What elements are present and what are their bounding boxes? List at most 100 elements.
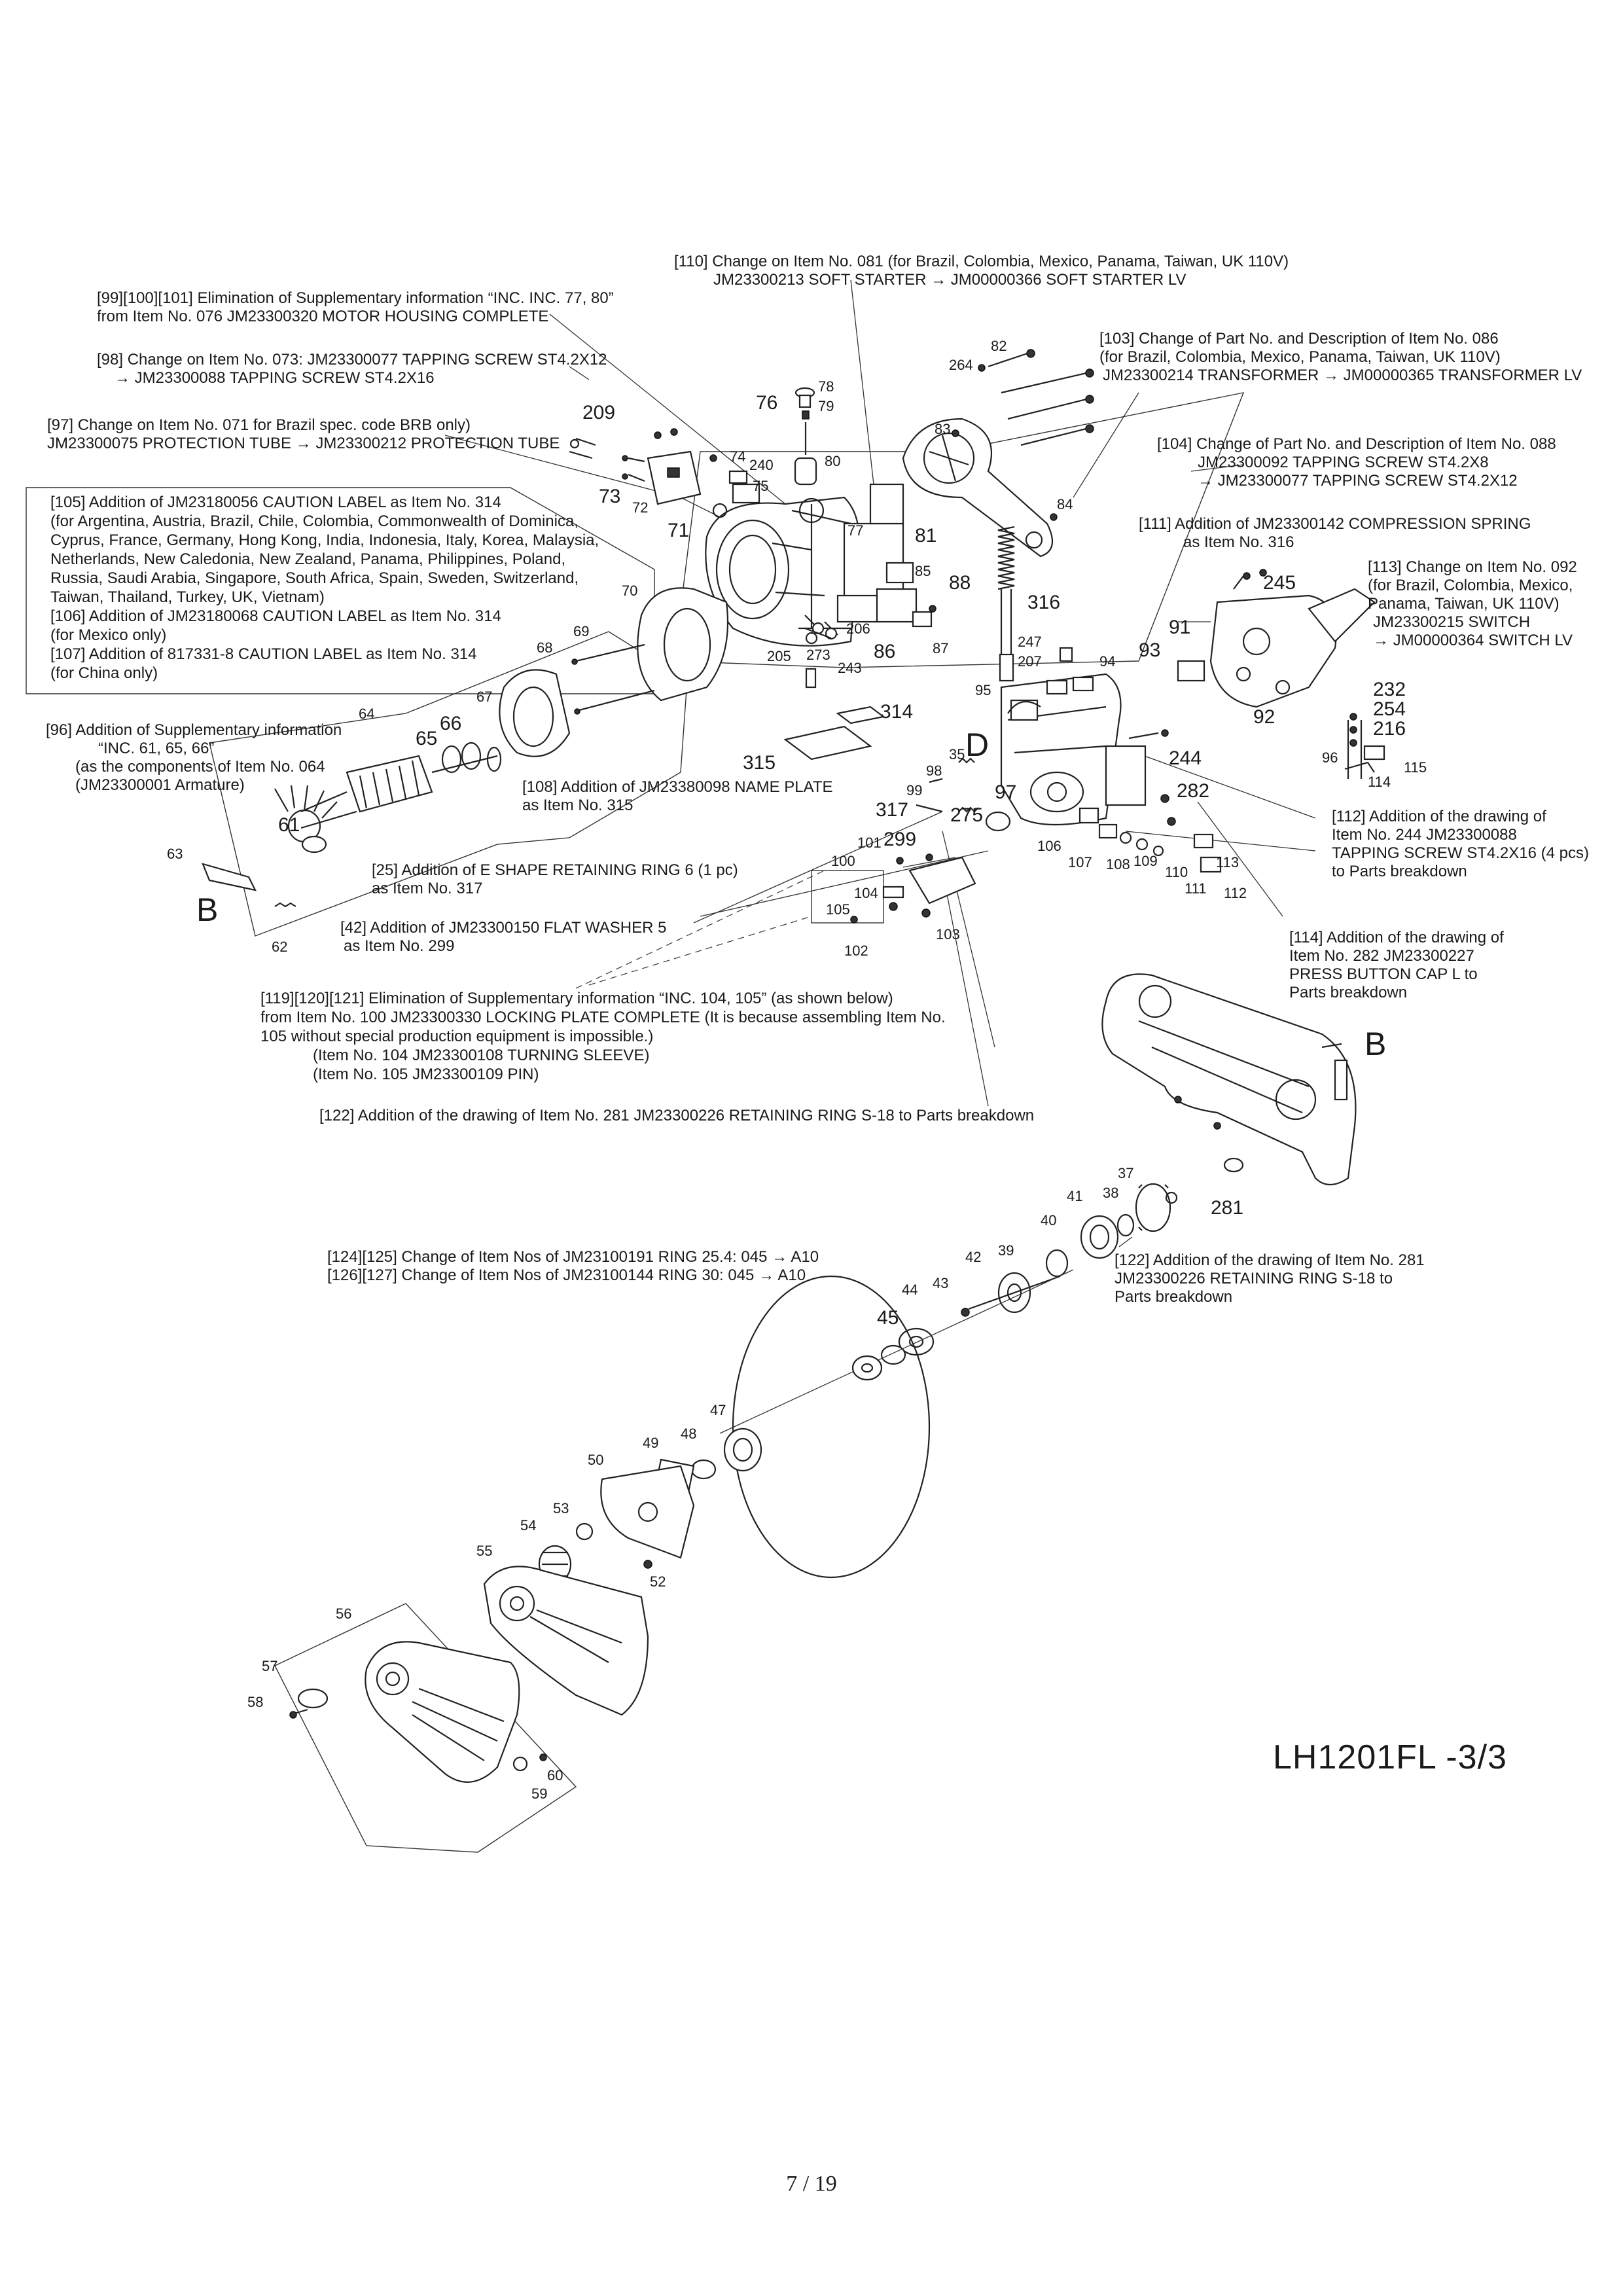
- part-number-label: 101: [857, 834, 882, 851]
- part-number-label: 98: [926, 762, 942, 779]
- part-number-label: 114: [1368, 774, 1391, 790]
- part-number-label: 49: [643, 1435, 658, 1451]
- note-99-100-101: [99][100][101] Elimination of Supplement…: [97, 289, 618, 325]
- note-96: [96] Addition of Supplementary informati…: [46, 721, 346, 794]
- drive-gear-stack: [880, 1157, 1244, 1365]
- change-notes: [110] Change on Item No. 081 (for Brazil…: [46, 253, 1589, 1306]
- part-number-label: 106: [1037, 838, 1061, 854]
- part-number-label: 77: [847, 522, 863, 539]
- part-number-label: 316: [1027, 592, 1060, 613]
- part-number-label: 45: [877, 1307, 899, 1329]
- part-number-label: 64: [359, 706, 374, 722]
- part-number-label: 113: [1216, 854, 1239, 870]
- blade-guard-55: [483, 1566, 649, 1716]
- part-number-label: 87: [933, 640, 948, 656]
- part-number-label: 35: [949, 746, 965, 762]
- part-number-label: 39: [998, 1242, 1014, 1259]
- part-number-label: 43: [933, 1275, 948, 1291]
- part-number-label: 67: [476, 689, 492, 705]
- part-number-label: 109: [1133, 853, 1158, 869]
- part-number-label: 82: [991, 338, 1007, 354]
- part-number-label: 244: [1169, 747, 1202, 769]
- part-number-label: 99: [906, 782, 922, 798]
- part-number-label: 56: [336, 1605, 351, 1622]
- part-number-label: 85: [915, 563, 931, 579]
- upper-small-parts: [1007, 647, 1073, 714]
- part-number-label: 107: [1068, 854, 1092, 870]
- part-number-label: 68: [537, 639, 552, 656]
- part-number-label: 40: [1041, 1212, 1056, 1229]
- part-number-label: 205: [767, 648, 791, 664]
- part-number-label: 245: [1263, 572, 1296, 594]
- part-number-label: 104: [854, 885, 878, 901]
- part-number-label: 240: [749, 457, 774, 473]
- part-number-label: 243: [838, 660, 862, 676]
- part-number-label: 96: [1322, 749, 1338, 766]
- part-number-label: 110: [1165, 864, 1188, 880]
- part-number-label: 73: [599, 486, 620, 507]
- part-number-label: 48: [681, 1426, 696, 1442]
- part-number-label: 232: [1373, 679, 1406, 700]
- part-number-label: 247: [1018, 634, 1042, 650]
- part-number-label: 57: [262, 1658, 277, 1674]
- part-number-label: 91: [1169, 617, 1190, 638]
- small-parts-center: [804, 627, 832, 645]
- part-number-label: 315: [743, 752, 776, 774]
- part-number-label: 103: [936, 926, 960, 942]
- brush-parts: [202, 863, 296, 908]
- fan-baffle: [499, 669, 571, 757]
- part-number-label: 282: [1177, 780, 1209, 802]
- part-number-label: 69: [573, 623, 589, 639]
- part-number-label: 71: [668, 520, 689, 541]
- note-122-upper: [122] Addition of the drawing of Item No…: [319, 1107, 1034, 1124]
- electronics: [804, 483, 936, 689]
- part-number-label: 83: [935, 421, 950, 437]
- part-number-label: 62: [272, 939, 287, 955]
- part-number-label: 76: [756, 392, 777, 414]
- saw-blade: [719, 1269, 1074, 1579]
- part-number-label: 111: [1185, 880, 1206, 897]
- lock-pin-assembly: [1344, 713, 1385, 779]
- part-number-label: 314: [880, 701, 913, 723]
- locking-plate: [850, 853, 976, 924]
- compression-spring-316: [997, 526, 1015, 682]
- part-number-label: 254: [1373, 698, 1406, 720]
- part-number-label: 92: [1253, 706, 1275, 728]
- part-number-label: 78: [818, 378, 834, 395]
- note-122-lower: [122] Addition of the drawing of Item No…: [1115, 1251, 1429, 1306]
- part-number-label: 281: [1211, 1197, 1243, 1219]
- part-number-label: 95: [975, 682, 991, 698]
- note-105-106-107: [105] Addition of JM23180056 CAUTION LAB…: [50, 493, 603, 682]
- note-114: [114] Addition of the drawing of Item No…: [1289, 929, 1508, 1001]
- part-number-label: 273: [806, 647, 830, 663]
- part-number-label: 88: [949, 572, 971, 594]
- part-number-label: 61: [278, 814, 300, 836]
- part-number-label: 209: [582, 402, 615, 423]
- part-number-label: 108: [1106, 856, 1130, 872]
- part-number-label: 264: [949, 357, 973, 373]
- part-number-label: 84: [1057, 496, 1073, 512]
- guard-cover-56: [365, 1641, 547, 1783]
- note-25: [25] Addition of E SHAPE RETAINING RING …: [372, 861, 742, 897]
- part-number-label: 115: [1404, 759, 1427, 776]
- note-98: [98] Change on Item No. 073: JM23300077 …: [97, 351, 611, 387]
- handle-arm: [902, 349, 1094, 558]
- blade-flange-parts: [289, 1688, 329, 1719]
- part-number-label: 75: [753, 478, 768, 494]
- part-number-label: 81: [915, 525, 936, 547]
- labels-314-315: [783, 706, 885, 761]
- part-number-label: 74: [730, 448, 745, 465]
- part-number-label: 58: [247, 1694, 263, 1710]
- part-number-label: 44: [902, 1282, 918, 1298]
- part-number-label: 60: [547, 1767, 563, 1784]
- model-code: LH1201FL -3/3: [1273, 1738, 1507, 1776]
- part-number-label: 100: [831, 853, 855, 869]
- part-number-label: 86: [874, 641, 895, 662]
- note-124-125-126-127: [124][125] Change of Item Nos of JM23100…: [327, 1248, 823, 1284]
- blade-guard-group-frame: [274, 1603, 577, 1853]
- part-number-label: 65: [416, 728, 437, 749]
- part-number-label: 37: [1118, 1165, 1133, 1181]
- part-number-label: 105: [826, 901, 850, 918]
- part-number-label: 97: [995, 781, 1016, 803]
- part-number-label: 79: [818, 398, 834, 414]
